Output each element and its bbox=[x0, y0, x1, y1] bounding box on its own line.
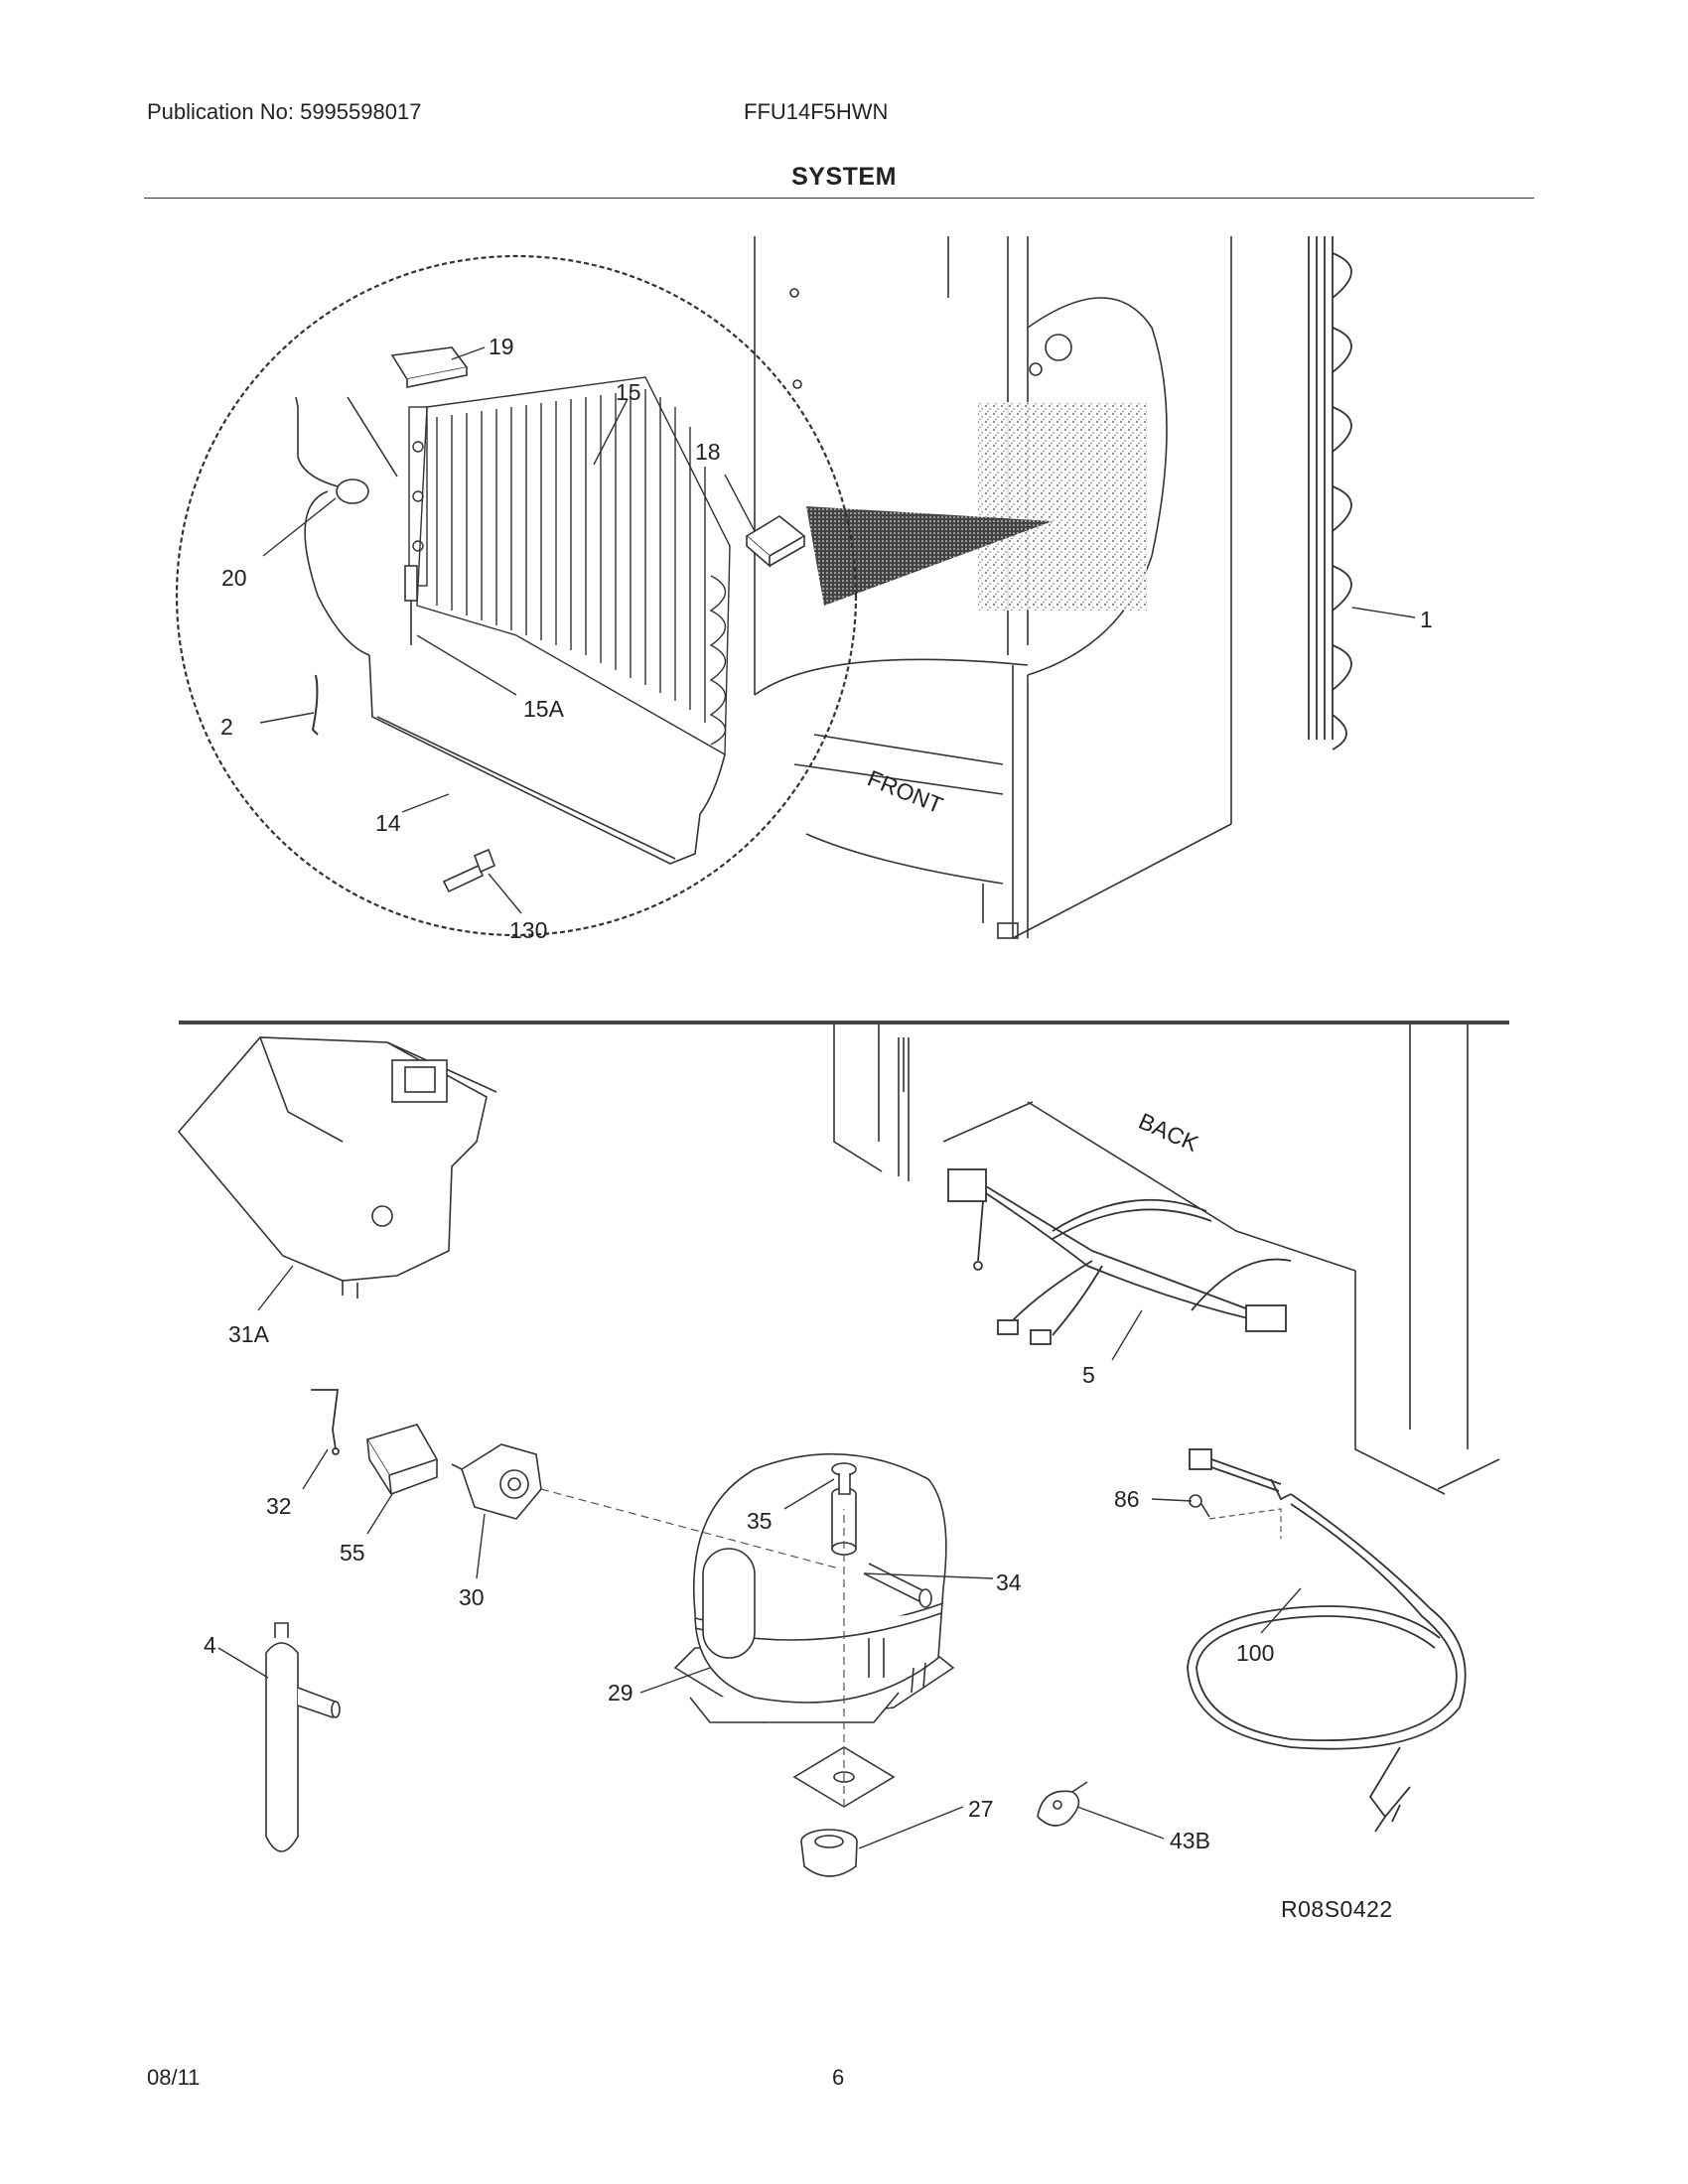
mount-bolt-35 bbox=[831, 1462, 857, 1495]
callout-35: 35 bbox=[747, 1508, 773, 1534]
filter-drier-4 bbox=[265, 1622, 341, 1852]
callout-130: 130 bbox=[509, 917, 547, 943]
callout-30: 30 bbox=[459, 1584, 485, 1610]
callout-86: 86 bbox=[1114, 1486, 1140, 1512]
callout-14: 14 bbox=[375, 810, 401, 836]
model-number: FFU14F5HWN bbox=[744, 99, 889, 124]
callout-43b: 43B bbox=[1170, 1828, 1210, 1853]
callout-1: 1 bbox=[1420, 607, 1433, 632]
insulation-block-18 bbox=[745, 515, 806, 568]
callout-20: 20 bbox=[221, 565, 247, 591]
header-rule bbox=[144, 198, 1534, 199]
clip-2 bbox=[311, 674, 319, 736]
callout-29: 29 bbox=[608, 1680, 633, 1706]
callout-18: 18 bbox=[695, 439, 721, 465]
detail-callout-wedge bbox=[806, 506, 1053, 606]
plug-130 bbox=[442, 848, 496, 893]
front-label: FRONT bbox=[864, 765, 946, 819]
section-divider bbox=[179, 1021, 1509, 1024]
compressor-29 bbox=[673, 1452, 955, 1808]
callout-15a: 15A bbox=[523, 696, 565, 722]
callout-31a: 31A bbox=[228, 1321, 270, 1347]
overload-protector-55 bbox=[365, 1424, 439, 1495]
ground-screw-86 bbox=[1189, 1494, 1210, 1518]
callout-32: 32 bbox=[266, 1493, 292, 1519]
detail-magnifier-circle bbox=[175, 254, 858, 937]
grommet-27 bbox=[800, 1829, 858, 1877]
relay-cover-31a bbox=[177, 1036, 497, 1298]
drawing-code: R08S0422 bbox=[1281, 1896, 1393, 1922]
wiring-harness-5 bbox=[947, 1168, 1292, 1345]
callout-34: 34 bbox=[996, 1570, 1022, 1595]
start-relay-30 bbox=[451, 1443, 542, 1520]
callout-4: 4 bbox=[204, 1632, 216, 1658]
callout-2: 2 bbox=[220, 714, 233, 740]
top-leader-lines bbox=[259, 346, 1416, 914]
screw-dash-line bbox=[1208, 1508, 1282, 1539]
evaporator bbox=[408, 376, 731, 756]
callout-5: 5 bbox=[1082, 1362, 1095, 1388]
drain-tube-14 bbox=[368, 654, 726, 865]
clip-32 bbox=[311, 1389, 340, 1455]
callout-15: 15 bbox=[616, 379, 641, 405]
condenser-coil bbox=[1308, 236, 1352, 751]
section-title: SYSTEM bbox=[791, 163, 897, 191]
callout-55: 55 bbox=[340, 1540, 365, 1566]
svg-text:BACK: BACK bbox=[1135, 1108, 1202, 1157]
callout-27: 27 bbox=[968, 1796, 994, 1822]
callout-100: 100 bbox=[1236, 1640, 1274, 1666]
defrost-sensor-wire bbox=[295, 396, 398, 656]
cord-clamp-43b bbox=[1037, 1781, 1088, 1827]
evaporator-cavity bbox=[978, 402, 1147, 611]
svg-text:FRONT: FRONT bbox=[864, 765, 946, 819]
defrost-heater-15a bbox=[404, 565, 418, 645]
page-number: 6 bbox=[832, 2065, 845, 2090]
back-label: BACK bbox=[1135, 1108, 1202, 1157]
power-cord-100 bbox=[1187, 1448, 1467, 1833]
bottom-leader-lines bbox=[217, 1265, 1302, 1849]
insulation-block-19 bbox=[390, 346, 469, 388]
publication-date: 08/11 bbox=[147, 2065, 201, 2090]
publication-number: Publication No: 5995598017 bbox=[147, 99, 422, 124]
callout-19: 19 bbox=[489, 334, 514, 359]
cabinet-back bbox=[833, 1024, 1500, 1495]
